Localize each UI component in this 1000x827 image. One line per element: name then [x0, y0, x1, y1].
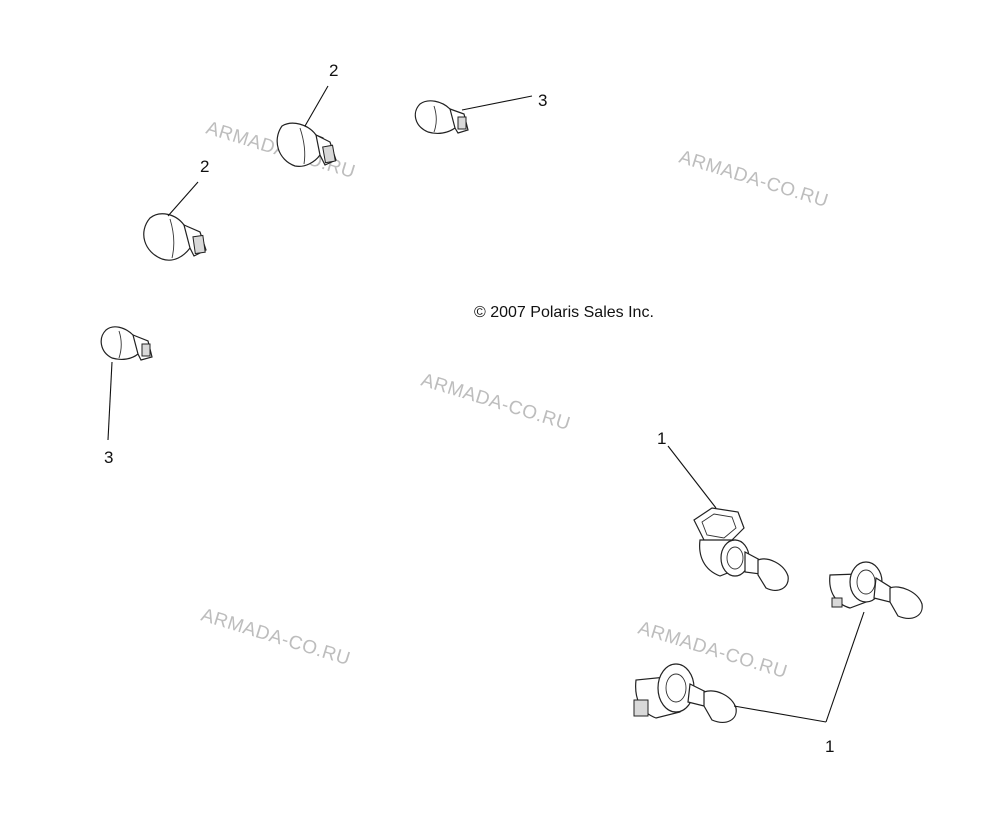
watermark-text: ARMADA-CO.RU [199, 605, 353, 670]
leader-line [825, 611, 865, 723]
leader-line [167, 181, 199, 217]
watermark-text: ARMADA-CO.RU [677, 147, 831, 212]
bulb-part-3-top [414, 100, 469, 134]
headlight-bulb-part-1-lower [633, 663, 737, 723]
callout-label: 3 [104, 448, 113, 467]
leader-line [667, 445, 717, 509]
watermark-text: ARMADA-CO.RU [419, 370, 573, 435]
leader-line [304, 85, 329, 127]
bulb-part-2-left [143, 213, 207, 261]
callout-label: 2 [329, 61, 338, 80]
leader-line [733, 705, 827, 723]
callout-label: 2 [200, 157, 209, 176]
bulb-part-2-upper [276, 122, 337, 167]
callout-label: 1 [657, 429, 666, 448]
callout-labels: 2 2 3 3 1 1 [104, 61, 834, 756]
callout-label: 1 [825, 737, 834, 756]
leader-lines [107, 85, 865, 723]
watermarks: ARMADA-CO.RU ARMADA-CO.RU ARMADA-CO.RU A… [199, 118, 831, 683]
leader-line [461, 95, 533, 111]
headlight-bulb-part-1-upper [693, 507, 789, 591]
headlight-bulb-part-1-right [829, 561, 923, 619]
leader-line [107, 361, 113, 441]
callout-label: 3 [538, 91, 547, 110]
copyright-text: © 2007 Polaris Sales Inc. [474, 304, 654, 321]
watermark-text: ARMADA-CO.RU [636, 618, 790, 683]
bulb-part-3-left [100, 326, 153, 361]
